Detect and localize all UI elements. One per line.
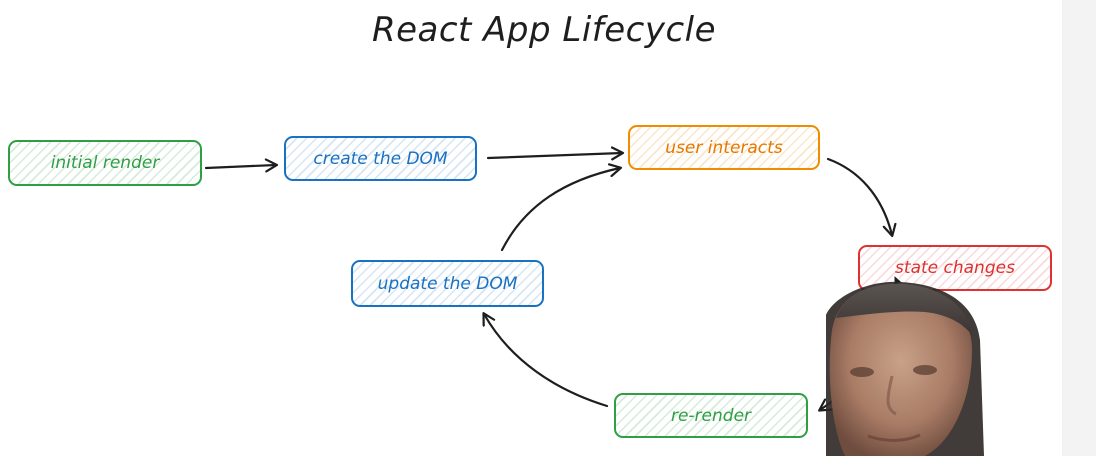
node-update-the-dom-label: update the DOM <box>377 273 518 294</box>
arrow-user-to-state <box>826 157 892 235</box>
presenter-hair <box>836 283 972 335</box>
node-create-the-dom: create the DOM <box>284 136 477 181</box>
arrow-update-to-user <box>500 168 620 252</box>
node-initial-render: initial render <box>8 140 202 186</box>
arrow-create-to-user <box>486 153 622 158</box>
node-re-render-label: re-render <box>670 405 752 426</box>
node-re-render: re-render <box>614 393 808 438</box>
node-state-changes-label: state changes <box>895 258 1015 278</box>
presenter-eye-right <box>913 365 937 375</box>
arrow-initial-to-create <box>204 165 276 168</box>
presenter-mouth <box>867 433 921 442</box>
arrow-rerender-to-update <box>484 314 609 408</box>
node-initial-render-label: initial render <box>50 153 160 173</box>
node-create-the-dom-label: create the DOM <box>313 148 448 169</box>
presenter-head <box>829 284 972 456</box>
node-user-interacts-label: user interacts <box>665 137 783 158</box>
diagram-canvas: React App Lifecycle initial render creat… <box>0 0 1062 456</box>
node-update-the-dom: update the DOM <box>351 260 544 307</box>
presenter-eye-left <box>850 367 874 377</box>
node-user-interacts: user interacts <box>628 125 820 170</box>
presenter-nose <box>886 375 897 416</box>
diagram-title: React App Lifecycle <box>371 10 717 50</box>
